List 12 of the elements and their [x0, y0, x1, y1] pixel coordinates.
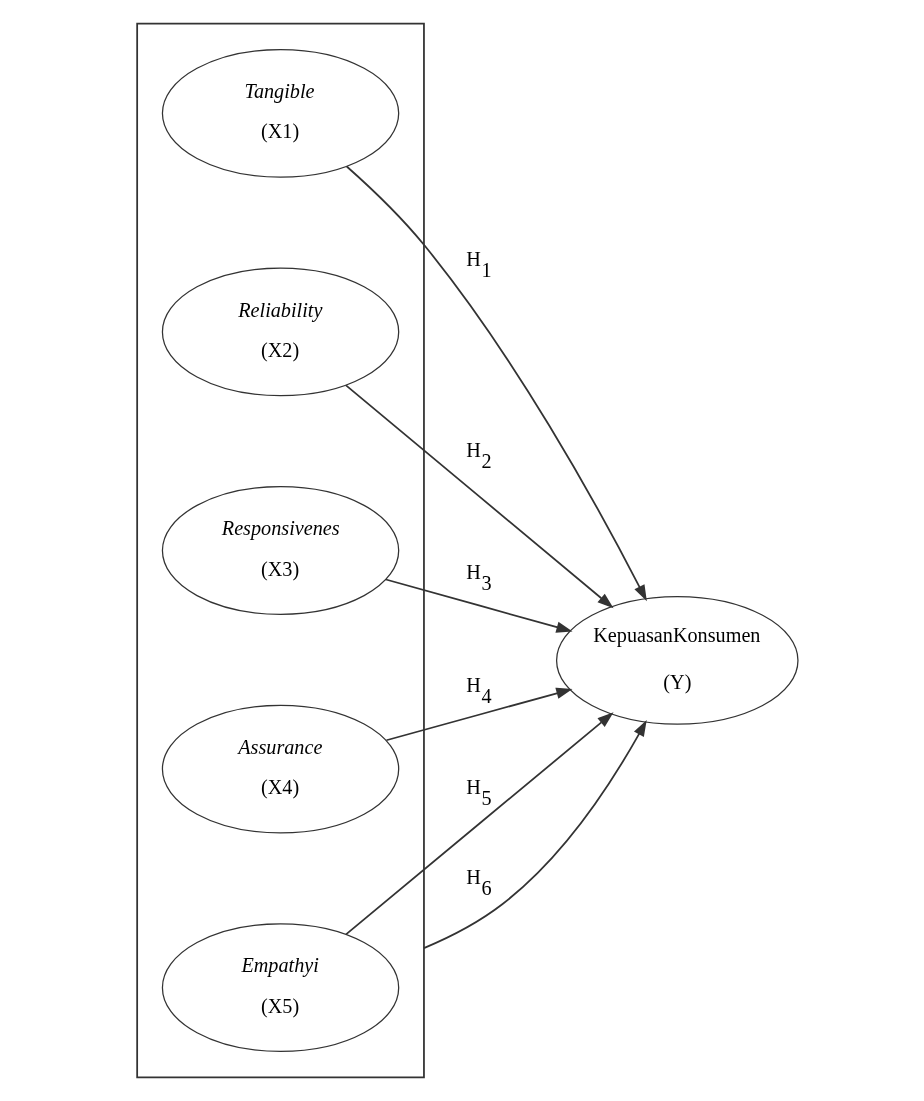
arrow	[422, 720, 647, 949]
node-ellipse: Reliability (X2)	[161, 267, 399, 397]
arrow	[384, 578, 573, 633]
arrow	[344, 712, 614, 936]
arrow	[344, 384, 614, 609]
arrow	[345, 165, 647, 602]
cluster	[135, 22, 425, 1079]
node-ellipse: Responsivenes (X3)	[161, 486, 399, 615]
node-ellipse: Tangible (X1)	[161, 48, 399, 178]
node-ellipse: Empathyi (X5)	[161, 923, 399, 1053]
node-ellipse: Assurance (X4)	[161, 704, 399, 834]
arrow	[385, 687, 572, 742]
